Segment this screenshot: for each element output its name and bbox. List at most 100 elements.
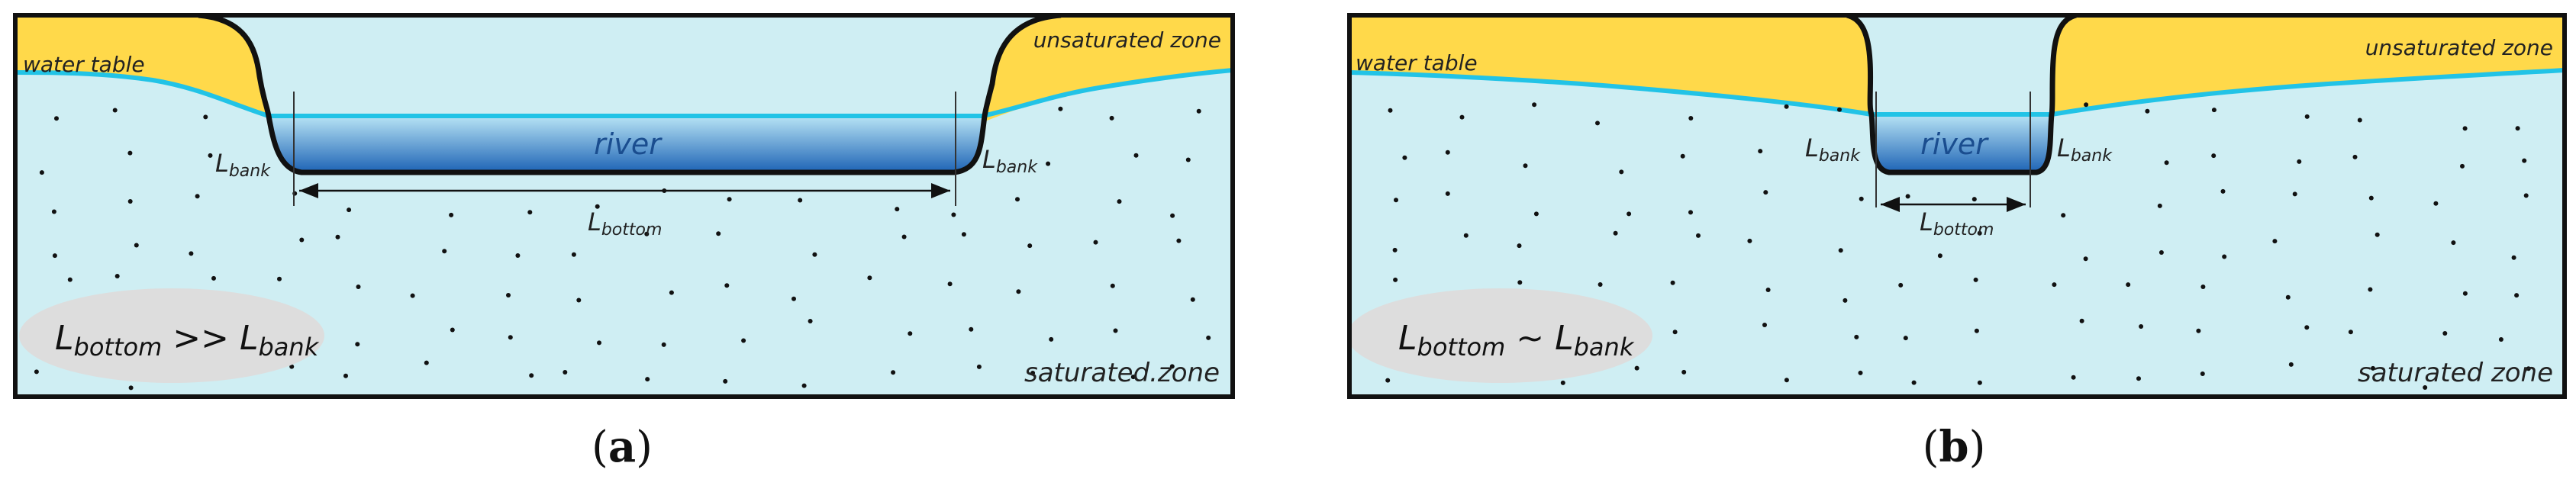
bank-label-right-b: Lbank: [2057, 133, 2113, 166]
sediment-dot: [1613, 230, 1618, 236]
sediment-dot: [1176, 238, 1182, 243]
bottom-label-a: Lbottom: [588, 207, 662, 240]
water-table-a: [15, 68, 1233, 118]
sediment-dot: [576, 297, 582, 303]
sediment-dot: [1937, 253, 1942, 259]
unsaturated-zone-right-b: [2052, 15, 2565, 114]
sediment-dot: [2200, 285, 2206, 289]
sediment-dot: [195, 194, 200, 199]
sediment-dot: [1837, 107, 1842, 112]
sediment-dot: [2196, 328, 2201, 333]
sediment-dot: [951, 212, 956, 217]
sediment-dot: [515, 253, 521, 258]
sediment-dot: [1838, 248, 1843, 253]
sediment-dot: [2157, 203, 2162, 208]
sediment-dot: [1532, 102, 1537, 108]
sediment-dot: [335, 234, 340, 240]
sediment-dot: [1595, 121, 1600, 126]
sediment-dot: [1517, 243, 1522, 249]
sediment-dot: [356, 285, 361, 289]
sediment-dot: [2164, 160, 2169, 166]
sediment-dot: [1619, 169, 1624, 175]
river-bed-outline-b: [1846, 15, 2078, 175]
river-b: [1872, 114, 2052, 172]
sediment-dot: [1110, 283, 1115, 288]
sediment-dot: [716, 231, 721, 236]
sediment-dot: [1133, 153, 1139, 158]
sediment-dot: [34, 369, 39, 375]
sediment-dot: [1392, 247, 1398, 252]
sediment-dot: [450, 327, 455, 333]
sediment-dot: [67, 277, 73, 282]
sediment-dot: [506, 293, 511, 297]
sediment-dot: [2211, 153, 2217, 159]
sediment-dot: [1093, 240, 1098, 245]
sediment-dot: [2523, 193, 2529, 198]
sediment-dot: [1758, 149, 1763, 154]
sediment-dot: [644, 231, 650, 236]
sediment-dot: [2460, 163, 2465, 169]
sediment-dot: [508, 335, 513, 340]
bank-label-left-b: Lbank: [1805, 133, 1861, 166]
sediment-dot: [1681, 369, 1687, 375]
water-table-label-b: water table: [1356, 50, 1478, 76]
caption-b: (b): [1923, 422, 1986, 472]
sediment-dot: [1627, 211, 1632, 217]
unsaturated-zone-label-b: unsaturated zone: [2365, 35, 2553, 60]
sediment-dot: [2423, 385, 2428, 390]
sediment-dot: [791, 296, 796, 301]
sediment-dot: [1974, 328, 1979, 333]
relation-ellipse-b: [1349, 288, 1652, 383]
sediment-dot: [661, 342, 666, 347]
sediment-dot: [563, 370, 568, 375]
sediment-dot: [2139, 324, 2144, 329]
sediment-dot: [355, 342, 360, 347]
sediment-dot: [1854, 334, 1859, 339]
sediment-dot: [1898, 282, 1904, 288]
sediment-dot: [1394, 198, 1398, 203]
sediment-dot: [2158, 250, 2164, 255]
sediment-dot: [1971, 197, 1977, 202]
sediment-dot: [112, 108, 118, 113]
sediment-dot: [1030, 371, 1036, 375]
sediment-dot: [343, 373, 348, 378]
sediment-dot: [442, 249, 447, 254]
bottom-label-b: Lbottom: [1920, 207, 1994, 240]
sediment-dot: [277, 276, 282, 281]
river-a: [267, 116, 985, 172]
sediment-dot: [2136, 376, 2141, 381]
sediment-dot: [1672, 330, 1678, 335]
sediment-dot: [127, 150, 133, 156]
sediment-dot: [2514, 293, 2520, 298]
sediment-dot: [2368, 195, 2374, 201]
sediment-dot: [1169, 364, 1175, 369]
sediment-dot: [1385, 378, 1391, 383]
sediment-dot: [2126, 282, 2131, 288]
sediment-dot: [203, 114, 208, 120]
sediment-dot: [1680, 153, 1685, 159]
sediment-dot: [2222, 254, 2227, 259]
sediment-dot: [1973, 277, 1978, 282]
saturated-zone-label-a: saturated.zone: [1024, 358, 1220, 388]
sediment-dot: [2272, 239, 2278, 244]
sediment-dot: [2285, 294, 2291, 300]
sediment-dot: [2348, 330, 2353, 335]
sediment-dot: [2304, 114, 2310, 119]
sediment-dot: [2200, 371, 2205, 376]
sediment-dot: [1784, 104, 1789, 109]
sediment-dot: [1109, 115, 1114, 121]
sediment-dot: [2352, 154, 2358, 159]
sediment-dot: [669, 290, 674, 295]
sediment-dot: [1765, 288, 1771, 292]
sediment-dot: [1533, 211, 1539, 217]
sediment-dot: [51, 209, 56, 214]
sediment-dot: [947, 281, 953, 287]
sediment-dot: [1016, 289, 1021, 294]
sediment-dot: [1905, 194, 1910, 199]
sediment-dot: [114, 274, 120, 278]
water-table-label-a: water table: [23, 52, 145, 77]
sediment-dot: [1598, 282, 1603, 287]
sediment-dot: [2462, 126, 2468, 131]
sediment-dot: [1977, 380, 1982, 385]
sediment-dot: [189, 251, 194, 256]
